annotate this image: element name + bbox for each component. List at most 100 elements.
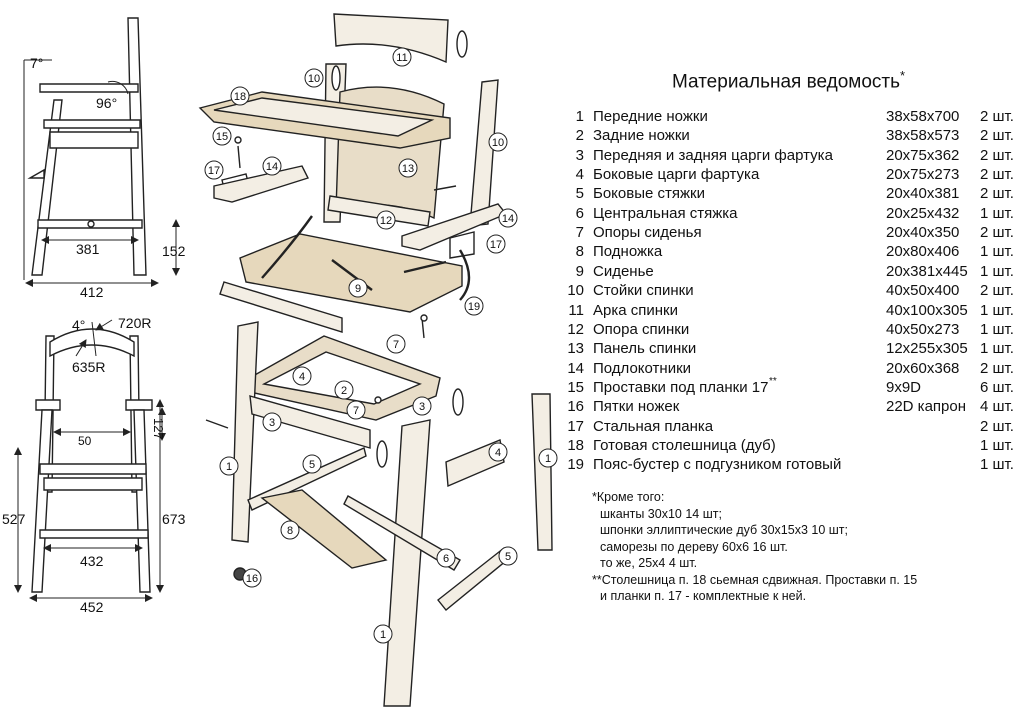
- svg-text:9: 9: [355, 283, 361, 295]
- callout-12: 12: [376, 210, 396, 230]
- callout-10: 10: [304, 68, 324, 88]
- bom-qty: 1 шт.: [980, 301, 1014, 319]
- bom-size: 9x9D: [886, 378, 922, 396]
- svg-text:11: 11: [396, 52, 407, 64]
- bom-qty: 1 шт.: [980, 340, 1014, 358]
- callout-10: 10: [488, 132, 508, 152]
- bom-qty: 2 шт.: [980, 282, 1014, 300]
- callout-9: 9: [348, 278, 368, 298]
- bom-name: Подлокотники: [593, 359, 692, 377]
- svg-text:7: 7: [393, 339, 399, 351]
- svg-text:2: 2: [0, 0, 6, 3]
- bom-name: Стойки спинки: [593, 282, 694, 300]
- bom-size: 20x80x406: [886, 243, 960, 261]
- svg-text:5: 5: [309, 459, 315, 471]
- callout-13: 13: [398, 158, 418, 178]
- front-arm-gap: 127: [151, 418, 166, 440]
- callout-4: 4: [488, 442, 508, 462]
- bom-num: 14: [567, 359, 584, 377]
- svg-text:7: 7: [353, 405, 359, 417]
- bom-num: 9: [575, 262, 584, 280]
- callout-14: 14: [498, 208, 518, 228]
- bom-size: 20x25x432: [886, 204, 960, 222]
- callout-5: 5: [498, 546, 518, 566]
- notes-head: *Кроме того:: [592, 490, 665, 504]
- exploded-view: [198, 13, 553, 707]
- bom-size: 40x50x400: [886, 282, 960, 300]
- notes-line: то же, 25х4 4 шт.: [600, 556, 698, 570]
- svg-text:17: 17: [490, 239, 502, 251]
- callout-7: 7: [346, 400, 366, 420]
- bom-name: Подножка: [593, 243, 663, 261]
- front-radius-inner: 635R: [72, 359, 105, 375]
- callout-5: 5: [302, 454, 322, 474]
- bom-qty: 1 шт.: [980, 204, 1014, 222]
- callout-11: 11: [392, 47, 412, 67]
- callout-6: 6: [436, 548, 456, 568]
- bom-qty: 1 шт.: [980, 320, 1014, 338]
- bom-qty: 1 шт.: [980, 456, 1014, 474]
- bom-num: 7: [575, 224, 584, 242]
- notes-foot: и планки п. 17 - комплектные к ней.: [600, 589, 807, 603]
- bom-size: 40x50x273: [886, 320, 960, 338]
- side-angle-back: 96°: [96, 95, 117, 111]
- svg-text:6: 6: [443, 553, 449, 565]
- callout-1: 1: [538, 448, 558, 468]
- callout-1: 1: [373, 624, 393, 644]
- bom-num: 8: [575, 243, 584, 261]
- bom-num: 3: [575, 146, 584, 164]
- front-height-right: 673: [162, 511, 186, 527]
- svg-text:14: 14: [502, 213, 514, 225]
- bom-qty: 2 шт.: [980, 108, 1014, 125]
- svg-text:8: 8: [287, 525, 293, 537]
- svg-text:15: 15: [216, 131, 228, 143]
- bom-num: 11: [568, 301, 584, 319]
- front-gap-50: 50: [78, 434, 92, 448]
- bom-name: Стальная планка: [593, 417, 714, 435]
- bom-num: 4: [575, 166, 584, 184]
- callout-2: 2: [0, 0, 6, 3]
- bom-name: Арка спинки: [593, 301, 678, 319]
- bom-name: Опора спинки: [593, 320, 690, 338]
- bom-qty: 2 шт.: [980, 224, 1014, 242]
- bom-name: Боковые стяжки: [593, 185, 705, 203]
- bom-qty: 2 шт.: [980, 359, 1014, 377]
- callout-4: 4: [292, 366, 312, 386]
- front-height-left: 527: [2, 511, 26, 527]
- svg-text:14: 14: [266, 161, 278, 173]
- callout-2: 2: [334, 380, 354, 400]
- bom-name: Панель спинки: [593, 340, 697, 358]
- svg-text:16: 16: [246, 573, 258, 585]
- bom-size: 20x40x350: [886, 224, 960, 242]
- bom-qty: 2 шт.: [980, 127, 1014, 145]
- svg-text:10: 10: [492, 137, 504, 149]
- bom-qty: 2 шт.: [980, 185, 1014, 203]
- svg-text:1: 1: [380, 629, 386, 641]
- notes-foot: **Столешница п. 18 сьемная сдвижная. Про…: [592, 572, 918, 587]
- bom-name: Проставки под планки 17: [593, 378, 769, 396]
- bom-num: 17: [567, 417, 584, 435]
- bom-num: 6: [575, 204, 584, 222]
- notes: *Кроме того: шканты 30х10 14 шт; шпонки …: [592, 489, 917, 605]
- bom-size: 20x40x381: [886, 185, 960, 203]
- bom-name: Задние ножки: [593, 127, 690, 145]
- front-width-inner: 432: [80, 553, 104, 569]
- side-view: [23, 17, 180, 287]
- bom-num: 10: [567, 282, 584, 300]
- bom-qty: 2 шт.: [980, 166, 1014, 184]
- bom-qty: 1 шт.: [980, 436, 1014, 454]
- svg-text:13: 13: [402, 163, 414, 175]
- bom-num: 12: [567, 320, 584, 338]
- callout-1: 1: [219, 456, 239, 476]
- svg-text:18: 18: [234, 91, 246, 103]
- bom-name: Готовая столешница (дуб): [593, 436, 776, 454]
- bom-num: 18: [567, 436, 584, 454]
- bom-size: 20x75x362: [886, 146, 960, 164]
- front-width-outer: 452: [80, 599, 104, 615]
- bom-name: Центральная стяжка: [593, 204, 738, 222]
- notes-line: саморезы по дереву 60х6 16 шт.: [600, 539, 788, 554]
- bom-num: 15: [567, 378, 584, 396]
- svg-text:3: 3: [269, 417, 275, 429]
- bom-qty: 2 шт.: [980, 417, 1014, 435]
